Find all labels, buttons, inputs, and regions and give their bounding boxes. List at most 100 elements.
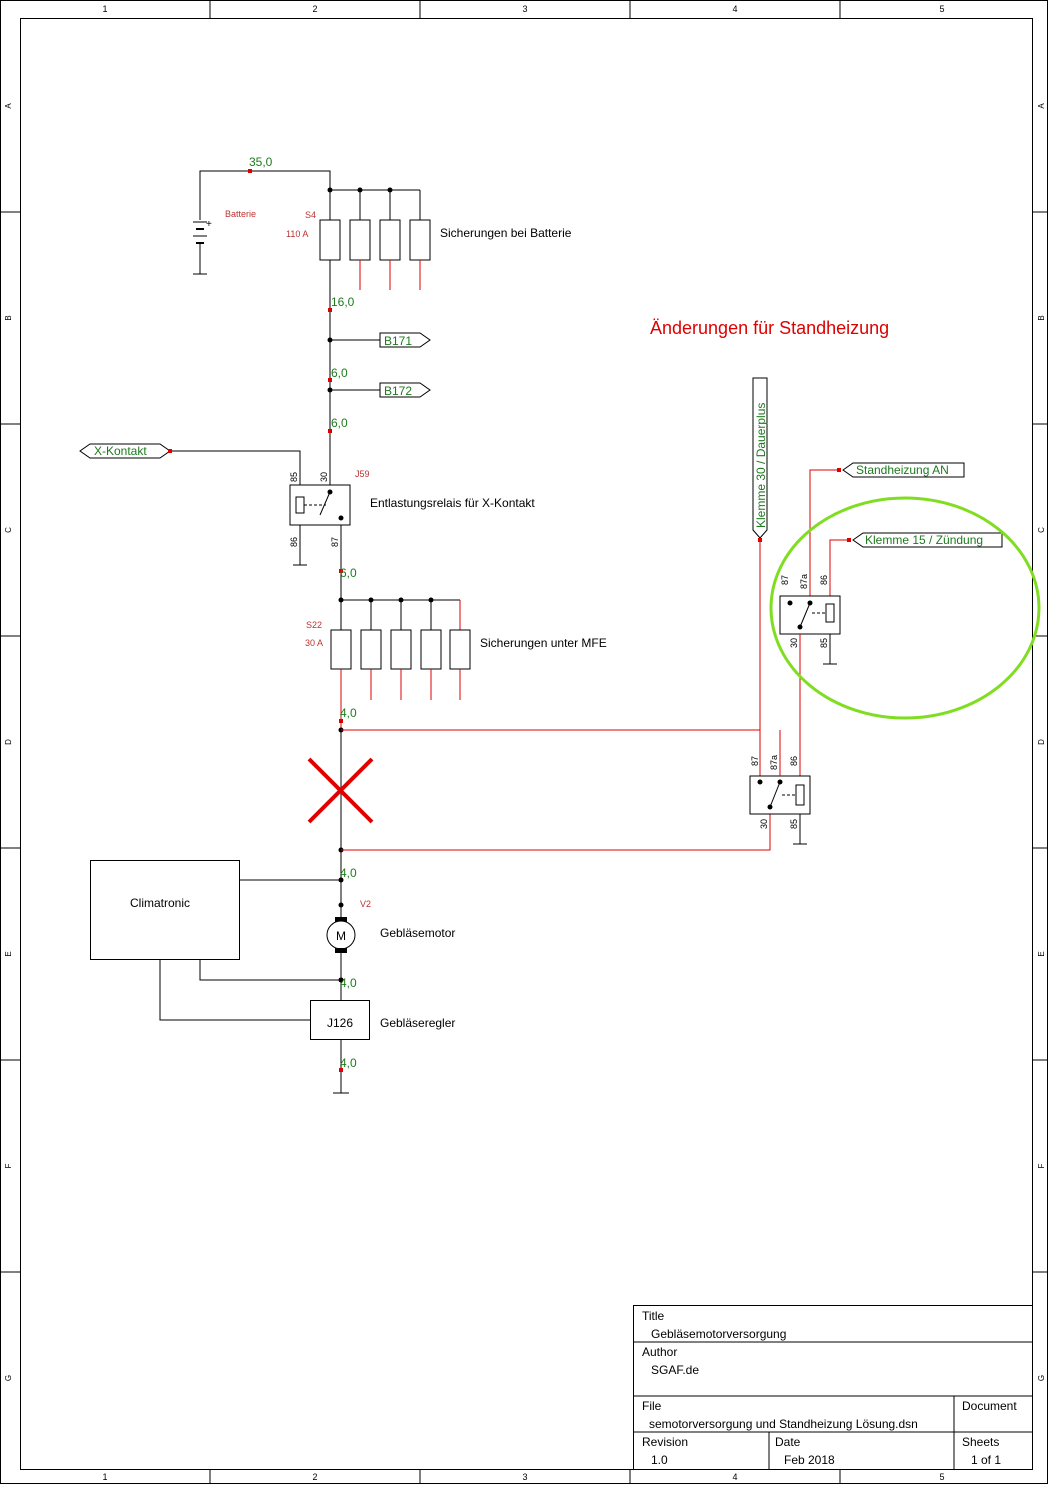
upper-pin-87: 87	[780, 575, 790, 585]
main-feed: 16,0 B171 6,0 B172 6,0	[327, 295, 431, 485]
j59-pin-85: 85	[289, 472, 299, 482]
row-label-b-right: B	[1037, 315, 1046, 320]
climatronic-unit: Climatronic	[90, 860, 341, 1021]
regulator-ref: J126	[327, 1016, 353, 1030]
upper-pin-86: 86	[819, 575, 829, 585]
col-label-5: 5	[939, 4, 944, 14]
klemme30-label: Klemme 30 / Dauerplus	[754, 403, 768, 528]
row-label-d: D	[4, 739, 13, 745]
lower-pin-85: 85	[789, 819, 799, 829]
date-value: Feb 2018	[784, 1453, 835, 1467]
fuse-s4-label: Sicherungen bei Batterie	[440, 226, 572, 240]
input-klemme15: Klemme 15 / Zündung	[829, 532, 1003, 596]
lower-pin-86: 86	[789, 756, 799, 766]
title-block: Title Gebläsemotorversorgung Author SGAF…	[633, 1305, 1033, 1470]
row-label-c-right: C	[1037, 527, 1046, 533]
fuse-s4-ref: S4	[305, 210, 316, 220]
fuse-block-s4: S4 110 A Sicherungen bei Batterie	[286, 187, 572, 340]
row-label-e: E	[4, 951, 13, 956]
standheizung-label: Standheizung AN	[856, 463, 949, 477]
fuse-s22-ref: S22	[306, 620, 322, 630]
input-standheizung: Standheizung AN	[809, 462, 965, 596]
col-label-2: 2	[312, 4, 317, 14]
lower-pin-30: 30	[759, 819, 769, 829]
x-kontakt-label: X-Kontakt	[94, 444, 147, 458]
climatronic-label: Climatronic	[130, 896, 190, 910]
regulator-label: Gebläseregler	[380, 1016, 455, 1030]
title-label: Title	[642, 1309, 665, 1323]
upper-pin-87a: 87a	[799, 574, 809, 589]
j59-ref: J59	[355, 469, 370, 479]
battery: + Batterie 35,0	[193, 155, 331, 275]
wire-size-16: 16,0	[331, 295, 355, 309]
fuse-s22-label: Sicherungen unter MFE	[480, 636, 607, 650]
sheets-label: Sheets	[962, 1435, 999, 1449]
author-label: Author	[642, 1345, 677, 1359]
col-label-1: 1	[102, 4, 107, 14]
motor-symbol: M	[336, 929, 346, 943]
row-label-g-right: G	[1037, 1375, 1046, 1381]
col-label-1-bottom: 1	[102, 1472, 107, 1482]
row-label-f-right: F	[1037, 1163, 1046, 1168]
row-label-e-right: E	[1037, 951, 1046, 956]
author-value: SGAF.de	[651, 1363, 699, 1377]
relay-standheizung-lower: 87 87a 86 30 85	[749, 730, 811, 845]
row-label-d-right: D	[1037, 739, 1046, 745]
j59-pin-86: 86	[289, 537, 299, 547]
revision-label: Revision	[642, 1435, 688, 1449]
battery-wire-size: 35,0	[249, 155, 273, 169]
x-kontakt-connector: X-Kontakt	[79, 443, 301, 485]
sheets-value: 1 of 1	[971, 1453, 1001, 1467]
wire-size-4-b: 4,0	[340, 866, 357, 880]
lower-pin-87: 87	[750, 756, 760, 766]
motor-label: Gebläsemotor	[380, 926, 455, 940]
row-label-f: F	[4, 1163, 13, 1168]
input-klemme30: Klemme 30 / Dauerplus	[752, 377, 768, 780]
fuse-block-s22: 6,0 S22 30 A Sicherungen unter MFE	[305, 566, 607, 700]
highlight-ellipse	[769, 496, 1041, 720]
row-label-c: C	[4, 527, 13, 533]
row-label-g: G	[4, 1375, 13, 1381]
upper-pin-30: 30	[789, 638, 799, 648]
battery-label: Batterie	[225, 209, 256, 219]
row-label-a-right: A	[1037, 103, 1046, 109]
blower-regulator: J126 Gebläseregler 4,0	[310, 1000, 455, 1094]
j59-label: Entlastungsrelais für X-Kontakt	[370, 496, 535, 510]
connector-b171-label: B171	[384, 334, 412, 348]
row-label-b: B	[4, 315, 13, 320]
page-heading: Änderungen für Standheizung	[650, 318, 889, 338]
wire-size-6-c: 6,0	[340, 566, 357, 580]
disconnect-cross-icon	[307, 757, 374, 824]
col-label-3-bottom: 3	[522, 1472, 527, 1482]
blower-motor: M V2 Gebläsemotor 4,0	[326, 880, 455, 1000]
revision-value: 1.0	[651, 1453, 668, 1467]
lower-pin-87a: 87a	[769, 755, 779, 770]
j59-pin-87: 87	[330, 537, 340, 547]
col-label-2-bottom: 2	[312, 1472, 317, 1482]
row-label-a: A	[4, 103, 13, 109]
col-label-3: 3	[522, 4, 527, 14]
motor-ref: V2	[360, 899, 371, 909]
wire-size-6-a: 6,0	[331, 366, 348, 380]
col-label-5-bottom: 5	[939, 1472, 944, 1482]
file-value: semotorversorgung und Standheizung Lösun…	[649, 1417, 918, 1431]
col-label-4: 4	[732, 4, 737, 14]
connector-b172	[379, 382, 431, 398]
date-label: Date	[775, 1435, 801, 1449]
title-value: Gebläsemotorversorgung	[651, 1327, 786, 1341]
relay-standheizung-upper: 87 87a 86 30 85	[779, 574, 841, 780]
wire-size-4-a: 4,0	[340, 706, 357, 720]
fuse-s4-rating: 110 A	[286, 229, 308, 239]
file-label: File	[642, 1399, 662, 1413]
j59-pin-30: 30	[319, 472, 329, 482]
trunk-rewiring: 4,0 4,0	[307, 700, 771, 883]
fuse-s22-rating: 30 A	[305, 638, 323, 648]
connector-b172-label: B172	[384, 384, 412, 398]
klemme15-label: Klemme 15 / Zündung	[865, 533, 983, 547]
document-label: Document	[962, 1399, 1017, 1413]
wire-size-6-b: 6,0	[331, 416, 348, 430]
upper-pin-85: 85	[819, 638, 829, 648]
wire-size-4-c: 4,0	[340, 976, 357, 990]
